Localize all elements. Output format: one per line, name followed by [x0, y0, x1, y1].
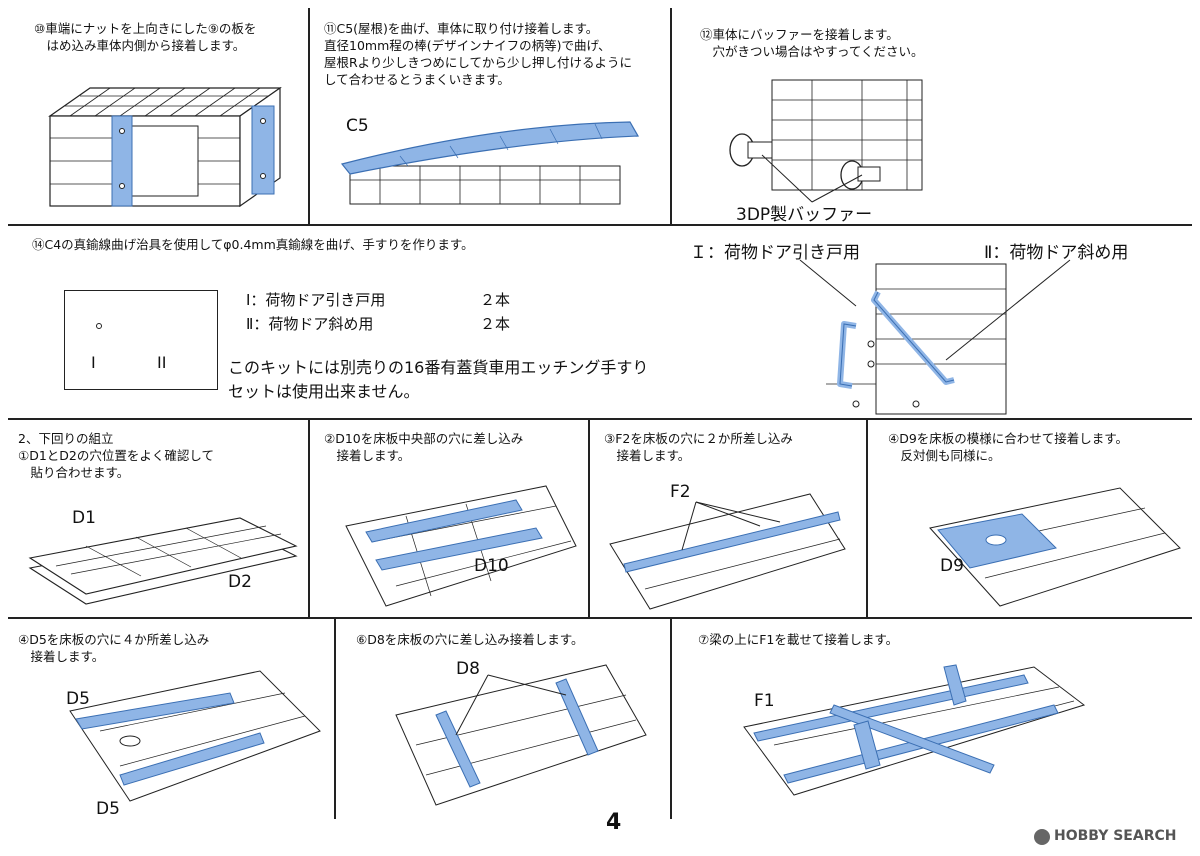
divider-v1 — [308, 8, 310, 224]
step-12-panel: ⑫車体にバッファーを接着します。 穴がきつい場合はやすってください。 3DP製バ… — [672, 10, 1192, 225]
handrail-leader-lines — [799, 259, 1071, 361]
watermark: HOBBY SEARCH — [1054, 828, 1177, 844]
underframe-step-1-instructions: 2、下回りの組立 ①D1とD2の穴位置をよく確認して 貼り合わせます。 — [18, 431, 214, 480]
part-label-d5-top: D5 — [66, 689, 90, 709]
floor-plates-d1-d2-illustration — [28, 517, 298, 605]
buffer-illustration — [729, 79, 923, 191]
floor-d5-illustration — [69, 670, 321, 802]
divider-v4 — [588, 420, 590, 617]
underframe-step-2-panel: ②D10を床板中央部の穴に差し込み 接着します。 D10 — [310, 420, 588, 617]
step-11-instructions: ⑪C5(屋根)を曲げ、車体に取り付け接着します。 直径10mm程の棒(デザインナ… — [324, 21, 633, 87]
underframe-step-5-instructions: ④D5を床板の穴に４か所差し込み 接着します。 — [18, 632, 210, 664]
underframe-step-4-panel: ④D9を床板の模様に合わせて接着します。 反対側も同様に。 D9 — [868, 420, 1192, 617]
step-12-instructions: ⑫車体にバッファーを接着します。 穴がきつい場合はやすってください。 — [700, 27, 924, 59]
part-label-d2: D2 — [228, 572, 252, 592]
part-label-f1: F1 — [754, 691, 775, 711]
jig-mark-i: I — [91, 353, 96, 372]
divider-h1 — [8, 224, 1192, 226]
underframe-step-5-panel: ④D5を床板の穴に４か所差し込み 接着します。 D5 D5 — [10, 619, 334, 819]
floor-f2-illustration — [609, 493, 846, 610]
hobby-search-logo-icon — [1034, 829, 1050, 845]
step-11-panel: ⑪C5(屋根)を曲げ、車体に取り付け接着します。 直径10mm程の棒(デザインナ… — [310, 10, 670, 224]
underframe-step-6-panel: ⑥D8を床板の穴に差し込み接着します。 D8 — [336, 619, 670, 819]
jig-hole — [96, 323, 102, 329]
part-label-d1: D1 — [72, 508, 96, 528]
underframe-step-7-panel: ⑦梁の上にF1を載せて接着します。 F1 — [672, 619, 1192, 819]
divider-v5 — [866, 420, 868, 617]
divider-v3 — [308, 420, 310, 617]
handrail-item-1-qty: ２本 — [480, 291, 511, 309]
floor-d8-illustration — [395, 664, 647, 806]
step-10-instructions: ⑩車端にナットを上向きにした⑨の板を はめ込み車体内側から接着します。 — [34, 21, 257, 53]
underframe-step-3-panel: ③F2を床板の穴に２か所差し込み 接着します。 F2 — [590, 420, 866, 617]
bending-jig-sheet: I II — [64, 290, 218, 390]
divider-v2 — [670, 8, 672, 224]
car-body-ends-illustration — [48, 86, 282, 208]
handrail-label-sliding-door: Ｉ：荷物ドア引き戸用 — [690, 243, 860, 263]
floor-d10-illustration — [345, 485, 577, 607]
underframe-step-4-instructions: ④D9を床板の模様に合わせて接着します。 反対側も同様に。 — [888, 431, 1129, 463]
handrail-installed-illustration — [826, 263, 1007, 415]
part-label-d9: D9 — [940, 556, 964, 576]
part-label-c5: C5 — [346, 116, 369, 136]
step-14-panel: ⑭C4の真鍮線曲げ治具を使用してφ0.4mm真鍮線を曲げ、手すりを作ります。 I… — [10, 226, 1192, 418]
handrail-item-2-name: Ⅱ：荷物ドア斜め用 — [246, 315, 374, 333]
part-label-d5-bottom: D5 — [96, 799, 120, 819]
underframe-step-1-panel: 2、下回りの組立 ①D1とD2の穴位置をよく確認して 貼り合わせます。 D1 D… — [10, 420, 308, 617]
part-label-3dp-buffer: 3DP製バッファー — [736, 205, 873, 225]
roof-illustration — [340, 121, 640, 205]
divider-h3 — [8, 617, 1192, 619]
divider-v6 — [334, 619, 336, 819]
handrail-item-2-qty: ２本 — [480, 315, 511, 333]
part-label-d10: D10 — [474, 556, 509, 576]
handrail-compatibility-note: このキットには別売りの16番有蓋貨車用エッチング手すり セットは使用出来ません。 — [228, 358, 649, 401]
underframe-step-2-instructions: ②D10を床板中央部の穴に差し込み 接着します。 — [324, 431, 524, 463]
buffer-leader-lines — [761, 154, 863, 203]
page-number: 4 — [606, 810, 622, 835]
underframe-step-7-instructions: ⑦梁の上にF1を載せて接着します。 — [698, 632, 899, 647]
divider-v7 — [670, 619, 672, 819]
step-14-instructions: ⑭C4の真鍮線曲げ治具を使用してφ0.4mm真鍮線を曲げ、手すりを作ります。 — [32, 237, 474, 252]
jig-mark-ii: II — [157, 353, 167, 372]
part-label-d8: D8 — [456, 659, 480, 679]
part-label-f2: F2 — [670, 482, 691, 502]
underframe-step-3-instructions: ③F2を床板の穴に２か所差し込み 接着します。 — [604, 431, 793, 463]
divider-h2 — [8, 418, 1192, 420]
handrail-item-1-name: Ⅰ：荷物ドア引き戸用 — [246, 291, 386, 309]
floor-f1-illustration — [743, 664, 1086, 796]
floor-d9-illustration — [929, 487, 1181, 607]
underframe-step-6-instructions: ⑥D8を床板の穴に差し込み接着します。 — [356, 632, 584, 647]
step-10-panel: ⑩車端にナットを上向きにした⑨の板を はめ込み車体内側から接着します。 — [10, 10, 308, 224]
handrail-label-diagonal-door: Ⅱ：荷物ドア斜め用 — [984, 243, 1129, 263]
